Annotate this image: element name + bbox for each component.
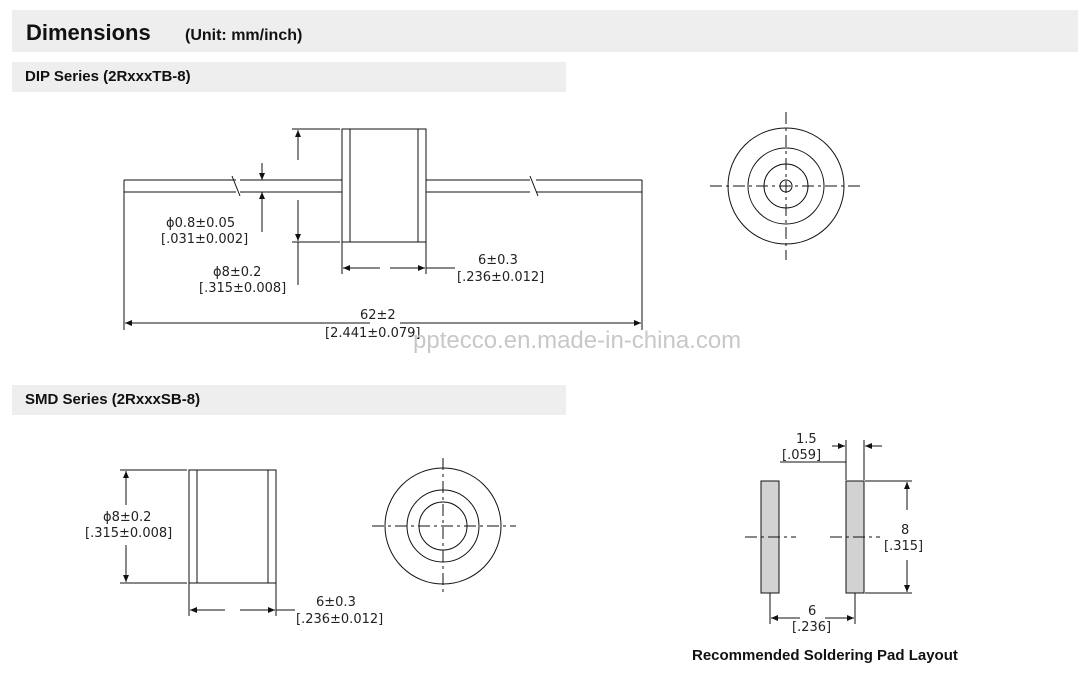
dip-heading: DIP Series (2RxxxTB-8)	[25, 68, 191, 85]
smd-body-dia-inch: [.315±0.008]	[85, 526, 172, 541]
dip-body-dia-inch: [.315±0.008]	[199, 281, 286, 296]
pad-layout	[745, 440, 912, 624]
dip-total-len-label: 62±2	[360, 308, 396, 323]
dip-body-len-inch: [.236±0.012]	[457, 270, 544, 285]
pad-layout-caption: Recommended Soldering Pad Layout	[692, 647, 958, 664]
smd-body	[188, 469, 277, 584]
smd-body-len-inch: [.236±0.012]	[296, 612, 383, 627]
pad-width-inch: [.059]	[782, 448, 821, 463]
pad-height-inch: [.315]	[884, 539, 923, 554]
dip-lead-dia-inch: [.031±0.002]	[161, 232, 248, 247]
watermark: pptecco.en.made-in-china.com	[413, 327, 741, 354]
smd-section-header: SMD Series (2RxxxSB-8)	[12, 385, 566, 415]
smd-end-view	[372, 458, 516, 596]
dip-body	[341, 128, 427, 243]
pad-pitch-inch: [.236]	[792, 620, 831, 635]
dip-body-dia-label: ϕ8±0.2	[213, 265, 261, 280]
smd-heading: SMD Series (2RxxxSB-8)	[25, 391, 201, 408]
dip-section-header: DIP Series (2RxxxTB-8)	[12, 62, 566, 92]
dip-end-view	[710, 112, 862, 260]
smd-body-len-label: 6±0.3	[316, 595, 356, 610]
dip-total-len-inch: [2.441±0.079]	[325, 326, 420, 341]
dip-side-view	[123, 128, 643, 330]
dip-left-lead	[123, 175, 342, 197]
dip-lead-dia-label: ϕ0.8±0.05	[166, 216, 235, 231]
page-title: Dimensions	[26, 20, 151, 45]
pad-height-label: 8	[901, 523, 909, 538]
pad-pitch-label: 6	[808, 604, 816, 619]
unit-label: (Unit: mm/inch)	[185, 27, 303, 44]
dip-right-lead	[426, 175, 643, 197]
smd-body-dia-label: ϕ8±0.2	[103, 510, 151, 525]
dip-body-len-label: 6±0.3	[478, 253, 518, 268]
pad-width-label: 1.5	[796, 432, 817, 447]
smd-side-view	[120, 469, 295, 616]
title-bar: Dimensions (Unit: mm/inch)	[12, 10, 1078, 52]
